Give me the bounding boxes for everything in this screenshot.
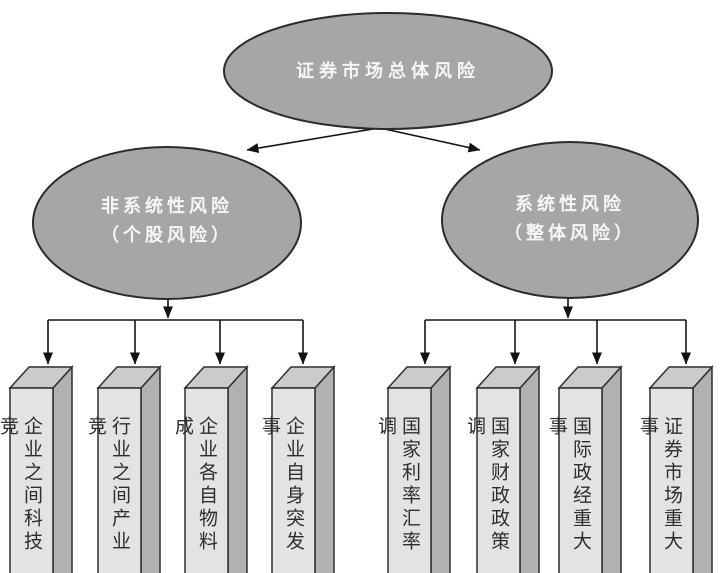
right-branch-ellipse <box>441 141 699 299</box>
root-ellipse <box>223 12 553 130</box>
pillar-right-3 <box>557 365 623 573</box>
connector-root-to-left-arrow <box>246 126 386 154</box>
pillar-right-2 <box>475 365 541 573</box>
pillar-front-face <box>9 387 54 573</box>
pillar-front-face <box>387 387 432 573</box>
pillar-front-face <box>184 387 229 573</box>
pillar-side-face <box>227 365 248 573</box>
pillar-right-4 <box>648 365 714 573</box>
pillar-side-face <box>314 365 335 573</box>
connector-root-to-right-arrow <box>370 125 481 153</box>
pillar-front-face <box>649 387 694 573</box>
pillar-right-1 <box>386 365 452 573</box>
pillar-left-4 <box>270 365 336 573</box>
pillar-front-face <box>558 387 603 573</box>
pillar-front-face <box>476 387 521 573</box>
pillar-side-face <box>430 365 451 573</box>
pillar-left-1 <box>8 365 74 573</box>
left-branch-ellipse <box>32 146 302 300</box>
pillar-side-face <box>692 365 713 573</box>
pillar-side-face <box>140 365 161 573</box>
pillar-side-face <box>52 365 73 573</box>
pillar-left-2 <box>96 365 162 573</box>
pillar-side-face <box>519 365 540 573</box>
pillar-front-face <box>97 387 142 573</box>
pillar-left-3 <box>183 365 249 573</box>
pillar-front-face <box>271 387 316 573</box>
pillar-side-face <box>601 365 622 573</box>
